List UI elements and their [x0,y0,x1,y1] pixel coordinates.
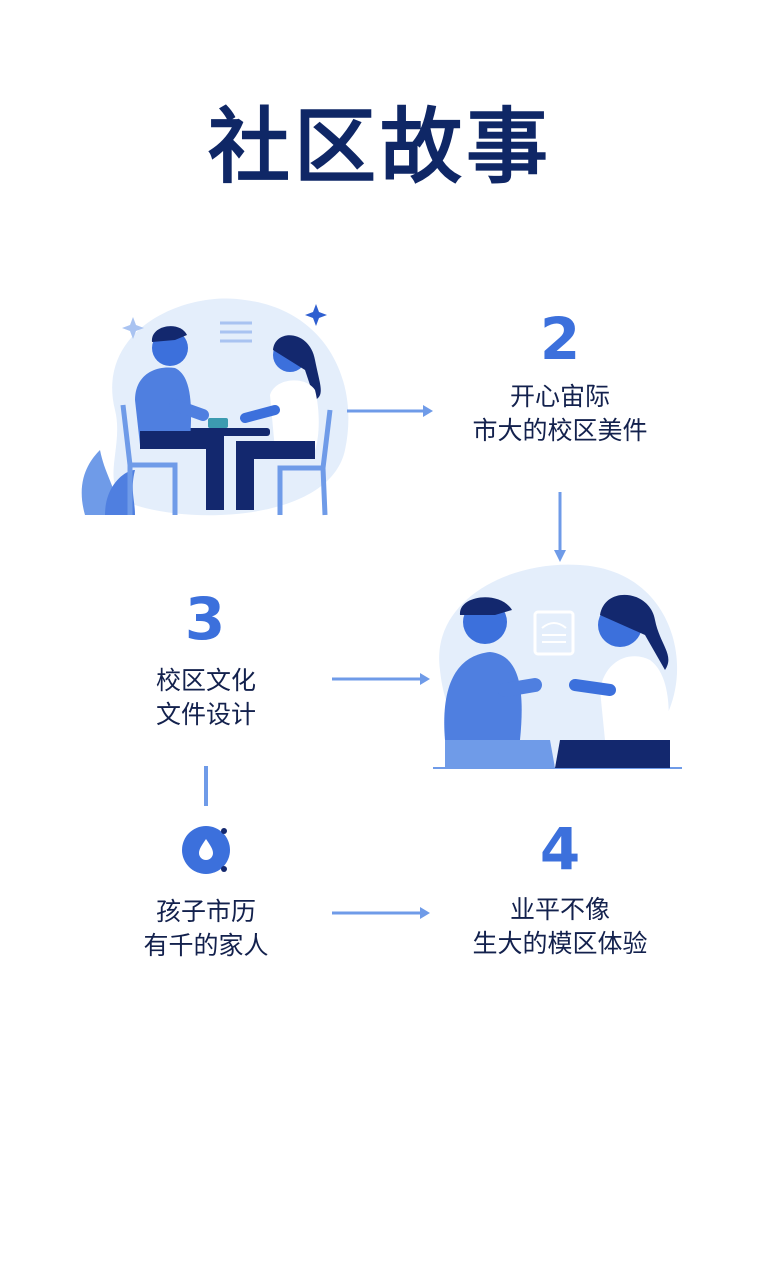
water-drop-icon [182,826,230,874]
step-4-line1: 业平不像 [509,895,610,924]
arrow-down [554,492,566,562]
step-4-line2: 生大的模区体验 [472,929,648,958]
step-3-number: 3 [184,585,226,653]
step-2-line1: 开心宙际 [509,382,610,411]
drop-step-line1: 孩子市历 [155,897,256,926]
step-2-text: 开心宙际 市大的校区美件 [430,380,690,448]
drop-step-text: 孩子市历 有千的家人 [76,895,336,963]
step-2-line2: 市大的校区美件 [472,416,648,445]
arrow-right-2 [332,673,430,685]
connector-line [204,766,208,806]
step-3-line2: 文件设计 [155,700,256,729]
step-3-line1: 校区文化 [155,666,256,695]
arrow-right-3 [332,907,430,919]
page-title: 社区故事 [207,100,552,195]
step-4-number: 4 [539,815,581,883]
step-3-text: 校区文化 文件设计 [76,664,336,732]
step-4-text: 业平不像 生大的模区体验 [430,893,690,961]
illustration-people-talking [433,564,682,769]
illustration-people-at-table [81,298,349,516]
step-2-number: 2 [539,305,581,373]
drop-step-line2: 有千的家人 [143,931,269,960]
arrow-right-1 [347,405,433,417]
